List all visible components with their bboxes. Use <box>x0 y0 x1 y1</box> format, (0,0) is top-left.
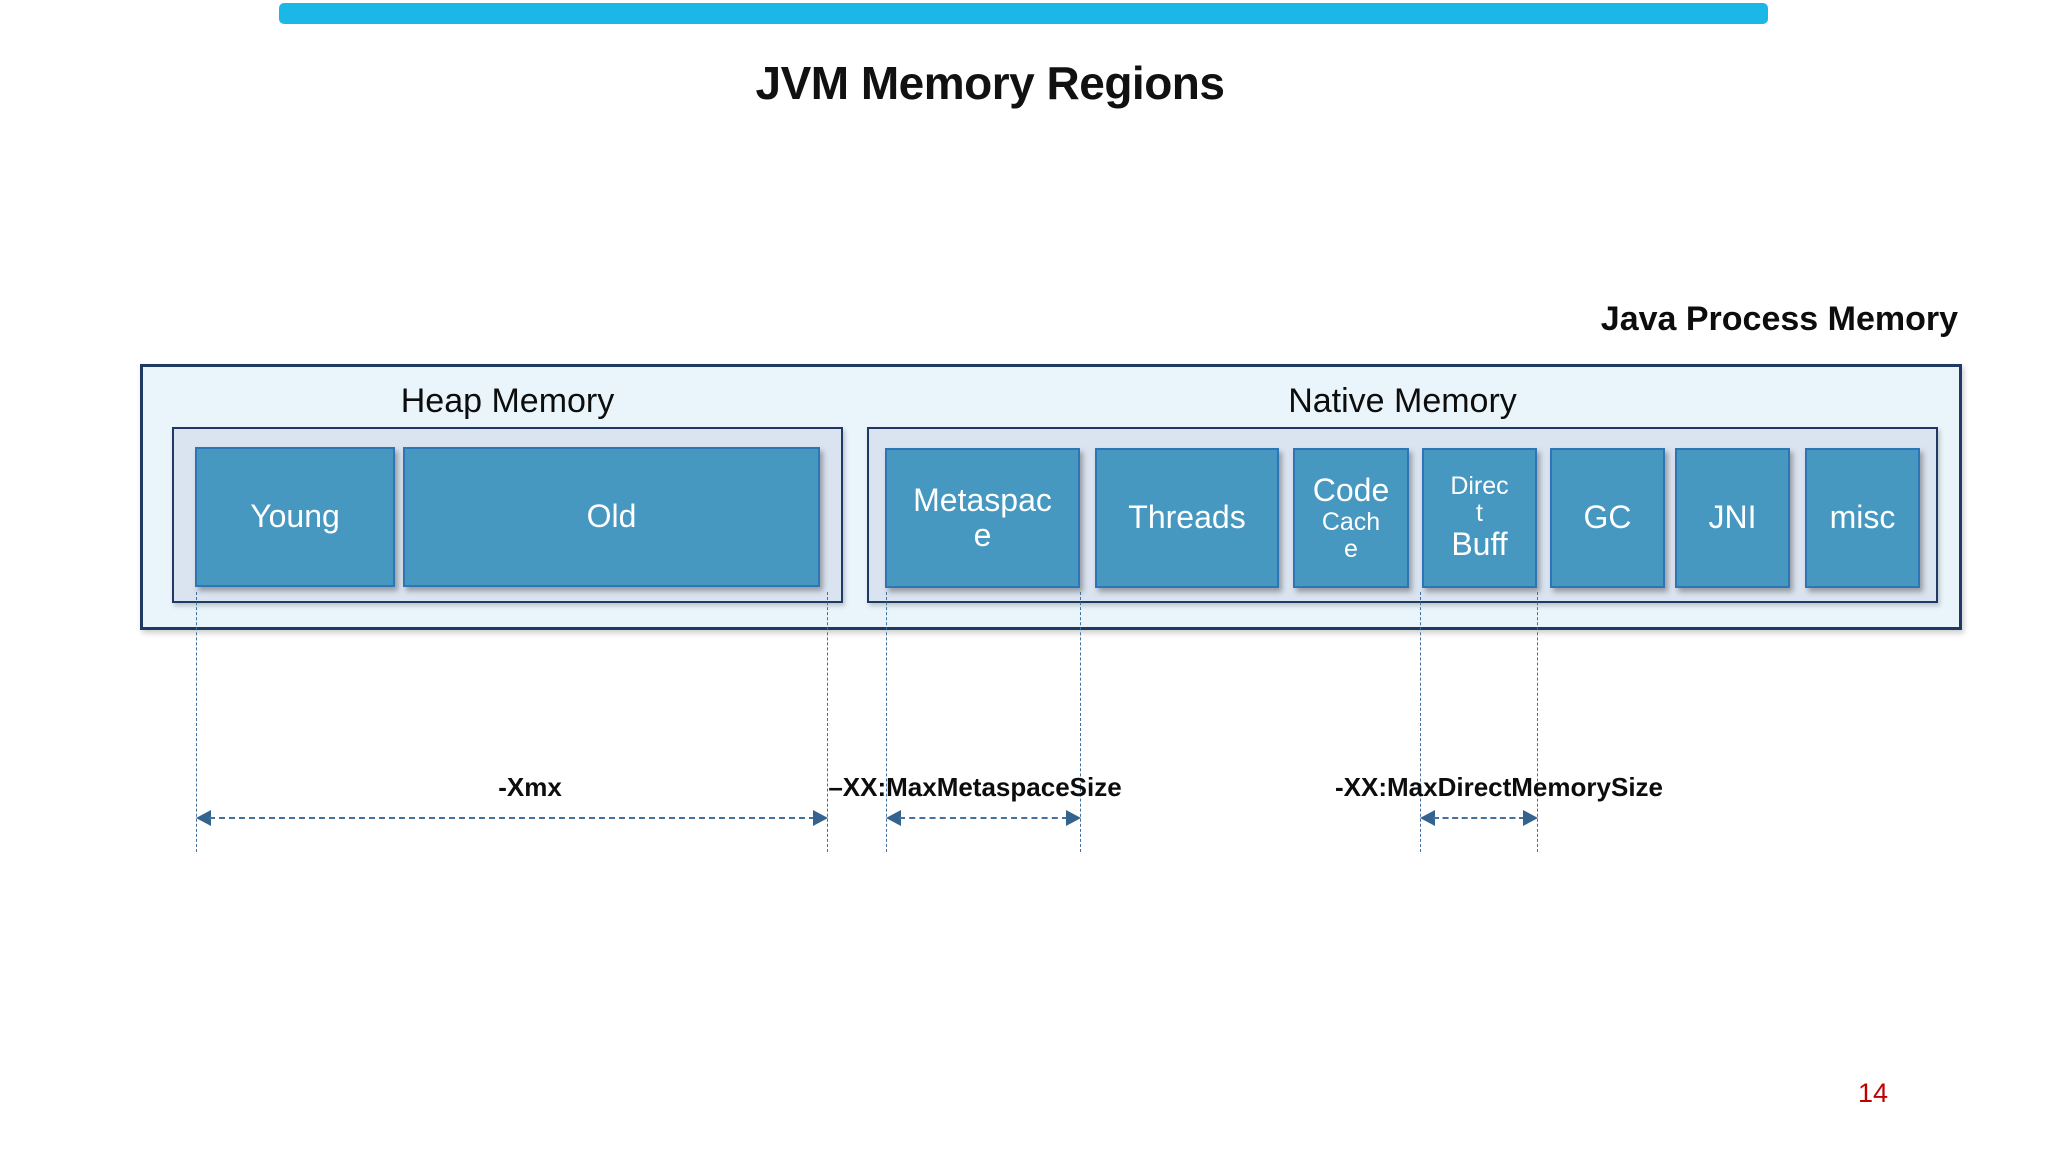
guide-line-metaspace-left <box>886 592 887 852</box>
guide-line-heap-right <box>827 592 828 852</box>
region-box-code-cache: Code Cach e <box>1293 448 1409 588</box>
arrowhead-right-icon <box>1066 810 1081 826</box>
region-box-gc: GC <box>1550 448 1665 588</box>
region-label: Metaspac e <box>913 481 1052 553</box>
arrowhead-right-icon <box>813 810 828 826</box>
heap-memory-label: Heap Memory <box>400 382 615 420</box>
region-box-threads: Threads <box>1095 448 1279 588</box>
max-metaspace-size-flag-label: –XX:MaxMetaspaceSize <box>828 772 1122 802</box>
region-label: misc <box>1829 499 1896 536</box>
region-label: JNI <box>1708 499 1757 536</box>
region-box-misc: misc <box>1805 448 1920 588</box>
region-box-old: Old <box>403 447 820 587</box>
region-label-small: Direc t <box>1450 472 1509 528</box>
region-label: Threads <box>1128 499 1246 536</box>
region-label: GC <box>1583 499 1632 536</box>
metaspace-extent-arrow <box>886 810 1081 826</box>
arrowhead-left-icon <box>886 810 901 826</box>
dashed-line <box>209 817 815 819</box>
region-box-metaspace: Metaspac e <box>885 448 1080 588</box>
dashed-line <box>1433 817 1525 819</box>
region-label: Old <box>586 498 637 535</box>
arrowhead-left-icon <box>196 810 211 826</box>
region-box-jni: JNI <box>1675 448 1790 588</box>
region-box-direct-buff: Direc t Buff <box>1422 448 1537 588</box>
guide-line-directbuff-right <box>1537 592 1538 852</box>
guide-line-metaspace-right <box>1080 592 1081 852</box>
guide-line-directbuff-left <box>1420 592 1421 852</box>
arrowhead-right-icon <box>1523 810 1538 826</box>
page-number: 14 <box>1858 1078 1889 1108</box>
region-label: Young <box>250 498 340 535</box>
page-title: JVM Memory Regions <box>755 57 1226 109</box>
top-accent-bar <box>279 3 1768 24</box>
region-label: Buff <box>1451 526 1508 563</box>
region-box-young: Young <box>195 447 395 587</box>
max-direct-memory-size-flag-label: -XX:MaxDirectMemorySize <box>1335 772 1663 802</box>
native-memory-label: Native Memory <box>1288 382 1517 420</box>
xmx-flag-label: -Xmx <box>498 772 562 802</box>
dashed-line <box>899 817 1068 819</box>
xmx-extent-arrow <box>196 810 828 826</box>
arrowhead-left-icon <box>1420 810 1435 826</box>
region-label: Code <box>1312 472 1390 509</box>
java-process-memory-label: Java Process Memory <box>1600 300 1958 338</box>
direct-memory-extent-arrow <box>1420 810 1538 826</box>
region-label-small: Cach e <box>1321 507 1381 563</box>
guide-line-heap-left <box>196 592 197 852</box>
